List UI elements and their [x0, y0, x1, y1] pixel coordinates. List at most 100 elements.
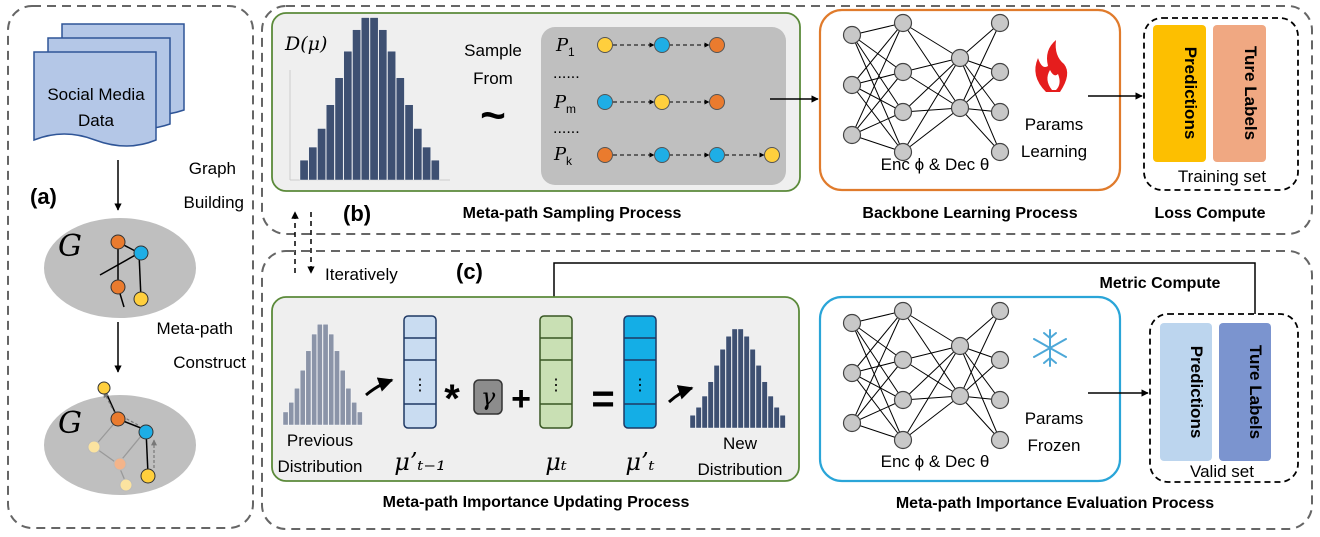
backbone-nn-node	[990, 13, 1010, 33]
backbone-nn-edge	[902, 57, 961, 73]
frozen-nn-edge	[851, 359, 904, 424]
true-labels-label-train: Ture Labels	[1241, 46, 1260, 140]
enc-dec-label-c: Enc ϕ & Dec θ	[881, 452, 990, 471]
sampling-hist-bar	[343, 51, 353, 181]
step-metapath-2: Construct	[173, 353, 246, 372]
previous-hist-bar	[328, 333, 335, 426]
previous-hist-bar	[288, 402, 295, 426]
new-hist-bar	[743, 336, 750, 429]
frozen-nn-node	[990, 430, 1010, 450]
caption-eval: Meta-path Importance Evaluation Process	[896, 495, 1214, 512]
sampling-hist-bar	[378, 29, 388, 181]
backbone-nn-edge	[959, 107, 1001, 153]
frozen-nn-edge	[902, 345, 961, 401]
previous-dist-2: Distribution	[277, 457, 362, 476]
new-hist-bar	[713, 365, 720, 429]
gamma-box	[473, 379, 503, 415]
caption-loss: Loss Compute	[1154, 205, 1265, 222]
frozen-nn-edge	[902, 395, 961, 441]
new-dist-1: New	[723, 434, 758, 453]
svg-text:P: P	[555, 35, 569, 56]
evaluation-box	[818, 295, 1122, 483]
caption-updating: Meta-path Importance Updating Process	[383, 494, 690, 511]
new-hist-bar	[737, 328, 744, 429]
previous-hist-bar	[311, 333, 317, 426]
doc-text-line2: Data	[78, 111, 114, 130]
frozen-nn-node	[842, 313, 862, 333]
true-labels-bar-train	[1213, 25, 1266, 162]
graph-symbol-2: G	[58, 406, 82, 441]
params-learning-2: Learning	[1021, 142, 1087, 161]
new-hist-bar	[695, 407, 702, 429]
graph-g-icon	[44, 218, 196, 318]
frozen-nn-node	[893, 301, 913, 321]
new-hist-bar	[731, 328, 738, 429]
sampling-hist-bar	[404, 104, 414, 181]
previous-hist-bar	[334, 350, 340, 426]
dist-label: D(μ)	[284, 33, 327, 55]
frozen-nn-node	[893, 350, 913, 370]
enc-dec-label-b: Enc ϕ & Dec θ	[881, 155, 990, 174]
new-dist-2: Distribution	[697, 460, 782, 479]
vdots-1: ⋮	[412, 377, 428, 394]
backbone-nn-edge	[902, 57, 961, 113]
vdots-3: ⋮	[632, 377, 648, 394]
frozen-nn-edge	[959, 345, 1001, 401]
metric-compute-label: Metric Compute	[1100, 275, 1221, 292]
svg-text:P: P	[553, 144, 567, 165]
params-frozen-2: Frozen	[1028, 436, 1081, 455]
backbone-nn-node	[842, 75, 862, 95]
frozen-nn-edge	[851, 322, 904, 401]
true-labels-bar-valid	[1219, 323, 1271, 461]
op-multiply: *	[444, 377, 460, 421]
frozen-nn-edge	[959, 310, 1001, 397]
new-hist-bar	[773, 407, 780, 429]
frozen-nn-node	[842, 413, 862, 433]
previous-hist-bar	[339, 370, 346, 426]
ellipsis-1: ......	[553, 65, 580, 82]
curved-arrow-1	[365, 377, 394, 397]
new-hist-bar	[761, 381, 768, 429]
flame-icon	[1035, 40, 1068, 92]
backbone-nn-edge	[959, 57, 1001, 113]
encoder-decoder-network-frozen	[842, 301, 1010, 450]
curved-arrow-2	[667, 385, 694, 404]
new-hist-bar	[701, 395, 708, 429]
encoder-decoder-network	[842, 13, 1010, 162]
new-histogram	[689, 328, 786, 429]
panel-c-label: (c)	[456, 259, 483, 284]
predictions-bar-train	[1153, 25, 1206, 162]
panel-c-border	[261, 250, 1313, 530]
frozen-nn-edge	[902, 345, 961, 441]
backbone-nn-edge	[902, 107, 961, 153]
new-hist-bar	[779, 414, 786, 429]
frozen-nn-edge	[851, 310, 904, 374]
frozen-nn-edge	[902, 345, 961, 361]
frozen-nn-edge	[851, 372, 904, 441]
training-set-label: Training set	[1178, 167, 1266, 186]
predictions-label-valid: Predictions	[1187, 346, 1206, 439]
backbone-nn-edge	[902, 71, 961, 109]
frozen-nn-edge	[902, 310, 961, 347]
iteratively-label: Iteratively	[325, 265, 398, 284]
sampling-hist-bar	[387, 51, 396, 181]
params-learning-1: Params	[1025, 115, 1084, 134]
new-hist-bar	[707, 381, 714, 429]
panel-b-label: (b)	[343, 201, 371, 226]
frozen-nn-edge	[851, 372, 904, 401]
params-frozen-1: Params	[1025, 409, 1084, 428]
previous-hist-bar	[282, 411, 289, 426]
backbone-nn-edge	[851, 71, 904, 136]
backbone-nn-edge	[851, 34, 904, 153]
backbone-box	[818, 8, 1122, 192]
graph-metapath-icon	[44, 381, 196, 495]
backbone-nn-edge	[902, 22, 961, 59]
caption-backbone: Backbone Learning Process	[862, 205, 1077, 222]
backbone-nn-node	[893, 142, 913, 162]
path-p1-sub: 1	[568, 45, 575, 59]
sampling-hist-bar	[326, 104, 335, 181]
sampling-hist-bar	[369, 17, 379, 181]
backbone-nn-node	[842, 25, 862, 45]
